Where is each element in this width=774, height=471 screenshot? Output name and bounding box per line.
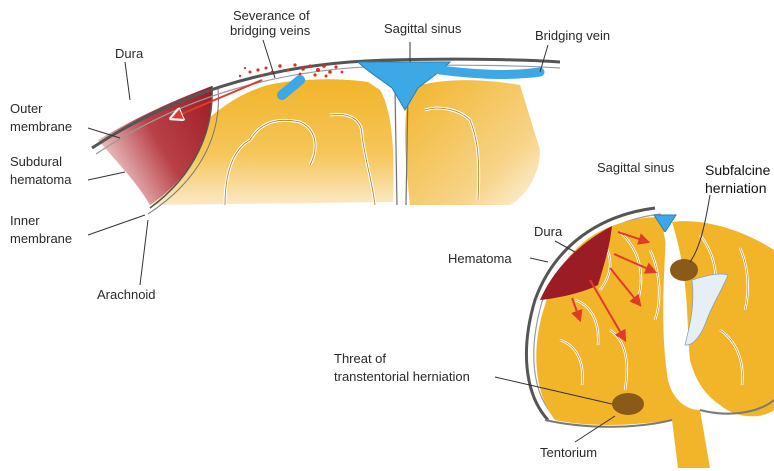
label-inner-membrane-1: Inner: [10, 213, 40, 228]
label-subdural-hematoma-2: hematoma: [10, 172, 72, 187]
label-subfalcine-1: Subfalcine: [705, 162, 771, 178]
label-severance-1: Severance of: [233, 8, 310, 23]
transtentorial-herniation-area: [612, 393, 644, 415]
label-sagittal-sinus-top: Sagittal sinus: [384, 21, 462, 36]
label-transtentorial-2: transtentorial herniation: [334, 369, 470, 384]
falx-bottom: [665, 232, 672, 268]
label-hematoma: Hematoma: [448, 251, 512, 266]
label-outer-membrane-2: membrane: [10, 119, 72, 134]
bridging-vein-right: [440, 70, 540, 74]
label-severance-2: bridging veins: [230, 23, 311, 38]
brain-right-hemisphere-bottom: [672, 221, 774, 416]
label-subdural-hematoma-1: Subdural: [10, 154, 62, 169]
label-bridging-vein: Bridging vein: [535, 28, 610, 43]
label-outer-membrane-1: Outer: [10, 101, 43, 116]
top-diagram: Severance of bridging veins Sagittal sin…: [10, 8, 610, 302]
label-sagittal-sinus-bottom: Sagittal sinus: [597, 160, 675, 175]
label-inner-membrane-2: membrane: [10, 231, 72, 246]
brain-right-hemisphere: [405, 80, 540, 205]
label-arachnoid: Arachnoid: [97, 287, 156, 302]
label-tentorium: Tentorium: [540, 445, 597, 460]
label-subfalcine-2: herniation: [705, 180, 767, 196]
subfalcine-herniation-area: [670, 259, 698, 281]
label-transtentorial-1: Threat of: [334, 351, 386, 366]
label-dura-bottom: Dura: [534, 224, 563, 239]
label-dura-top: Dura: [115, 46, 144, 61]
bottom-diagram: Sagittal sinus Subfalcine herniation Dur…: [334, 160, 774, 468]
